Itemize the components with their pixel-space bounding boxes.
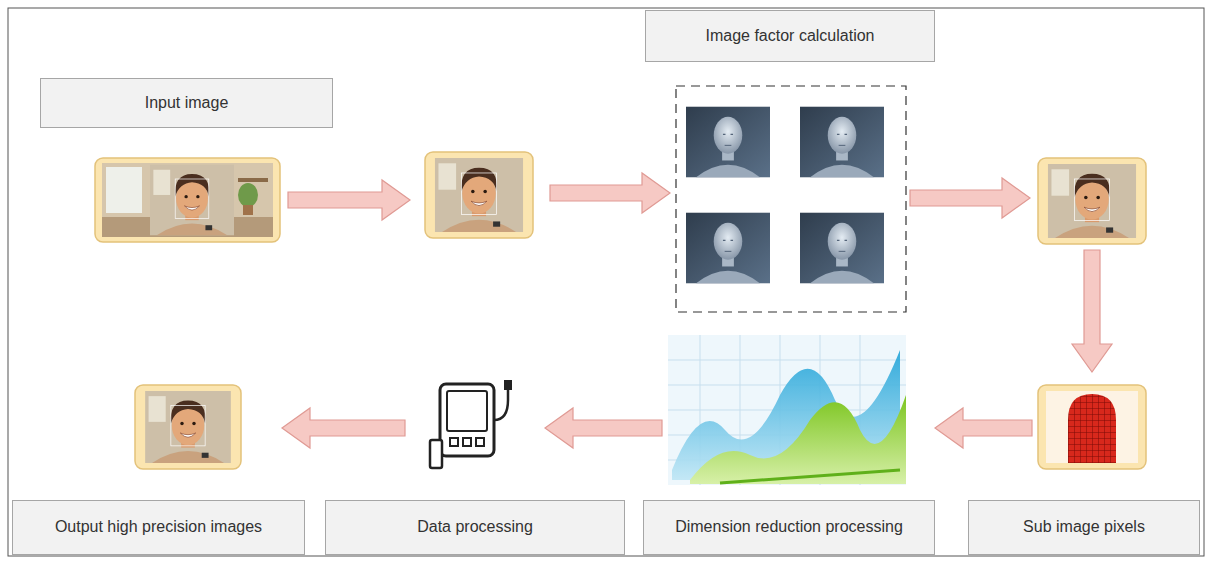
- label-box: Input image: [40, 78, 333, 128]
- label-text: Data processing: [417, 517, 533, 538]
- label-text: Image factor calculation: [706, 26, 875, 47]
- label-box: Sub image pixels: [968, 500, 1200, 555]
- frame: [8, 8, 1204, 556]
- label-box: Data processing: [325, 500, 625, 555]
- factor-faces: [676, 86, 906, 312]
- device-icon: [430, 380, 512, 468]
- dimension-chart: [668, 335, 906, 485]
- label-box: Dimension reduction processing: [643, 500, 935, 555]
- label-text: Sub image pixels: [1023, 517, 1145, 538]
- label-text: Input image: [145, 93, 229, 114]
- face-crop: [425, 152, 533, 238]
- label-text: Dimension reduction processing: [675, 517, 903, 538]
- face-refined: [1038, 158, 1146, 244]
- label-box: Image factor calculation: [645, 10, 935, 62]
- label-text: Output high precision images: [55, 517, 262, 538]
- input-photo: [95, 158, 280, 242]
- face-output: [135, 385, 241, 469]
- label-box: Output high precision images: [12, 500, 305, 555]
- flow-arrows: [282, 173, 1112, 448]
- pixel-grid: [1038, 385, 1146, 469]
